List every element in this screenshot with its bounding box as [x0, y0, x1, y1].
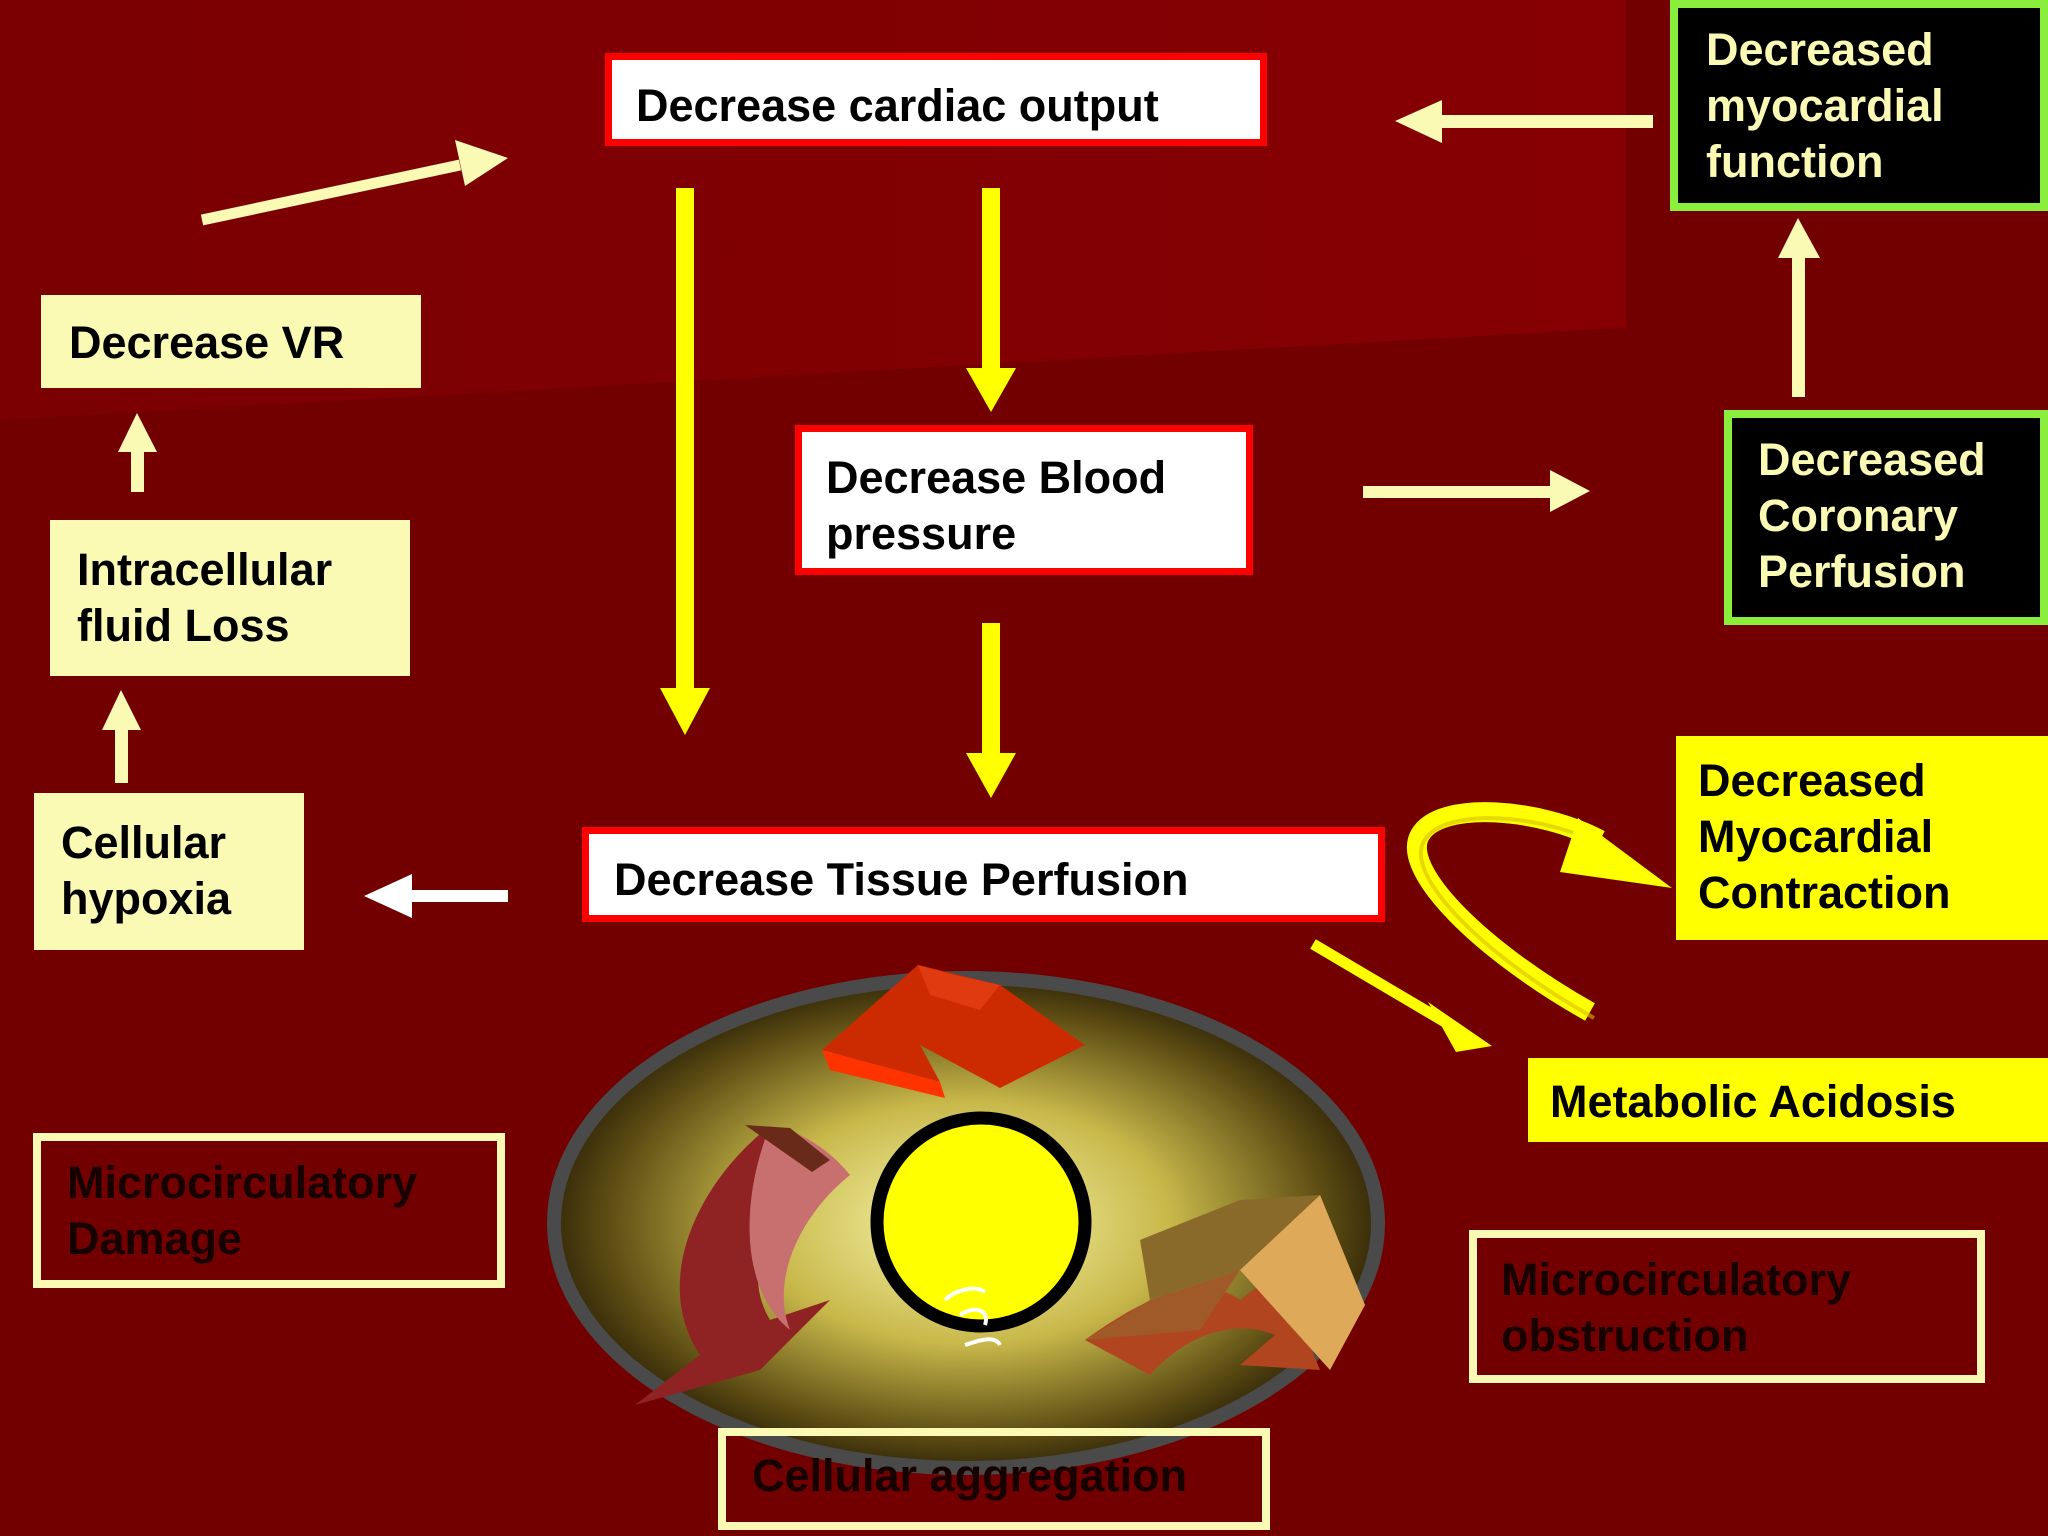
left-curved-arrow-icon: [635, 1125, 850, 1405]
arrow-coronary-to-myocardial: [1778, 218, 1820, 397]
red-top-arrow-icon: [822, 965, 1085, 1098]
metabolic-acidosis-box: Metabolic Acidosis: [1528, 1058, 2048, 1142]
decreased-coronary-perfusion-box: Decreased Coronary Perfusion: [1724, 410, 2048, 625]
micro-obstruction-line1: Microcirculatory: [1501, 1254, 1852, 1305]
intracellular-line2: fluid Loss: [77, 599, 290, 651]
arrow-myocardial-to-cardiac: [1395, 100, 1653, 143]
decrease-tissue-perfusion-label: Decrease Tissue Perfusion: [614, 854, 1189, 905]
decrease-blood-pressure-line1: Decrease Blood: [826, 452, 1167, 503]
arrow-intracellular-to-vr: [118, 413, 157, 492]
cellular-aggregation-label: Cellular aggregation: [752, 1450, 1188, 1501]
coronary-perfusion-line1: Decreased: [1758, 434, 1986, 485]
microcirculatory-obstruction-box: Microcirculatory obstruction: [1469, 1230, 1985, 1383]
nucleus-icon: [870, 1111, 1092, 1347]
coronary-perfusion-line2: Coronary: [1758, 489, 1959, 541]
micro-damage-line1: Microcirculatory: [67, 1157, 418, 1208]
cellular-hypoxia-line1: Cellular: [61, 817, 227, 868]
arrow-vr-to-cardiac: [200, 140, 508, 226]
decrease-vr-box: Decrease VR: [41, 295, 421, 388]
micro-damage-line2: Damage: [67, 1212, 243, 1264]
cellular-hypoxia-box: Cellular hypoxia: [34, 793, 304, 950]
arrow-bp-to-coronary: [1363, 470, 1590, 512]
arrow-down-center-yellow: [966, 188, 1016, 412]
myocardial-contraction-line2: Myocardial: [1698, 810, 1934, 862]
decrease-tissue-perfusion-box: Decrease Tissue Perfusion: [582, 827, 1385, 922]
cellular-hypoxia-line2: hypoxia: [61, 872, 232, 924]
cellular-aggregation-box: Cellular aggregation: [718, 1428, 1270, 1530]
myocardial-function-line1: Decreased: [1706, 24, 1934, 75]
myocardial-function-line2: myocardial: [1706, 79, 1944, 131]
decrease-blood-pressure-line2: pressure: [826, 507, 1017, 559]
decrease-cardiac-output-box: Decrease cardiac output: [605, 53, 1267, 146]
arrow-hypoxia-to-intracellular: [102, 690, 141, 783]
decrease-vr-label: Decrease VR: [69, 317, 345, 368]
metabolic-acidosis-label: Metabolic Acidosis: [1550, 1076, 1956, 1127]
decrease-blood-pressure-box: Decrease Blood pressure: [795, 425, 1253, 575]
curved-arrow-icon: [1407, 802, 1672, 1021]
right-curved-arrow-icon: [1085, 1195, 1365, 1375]
decrease-cardiac-output-label: Decrease cardiac output: [636, 80, 1159, 131]
microcirculatory-damage-box: Microcirculatory Damage: [33, 1133, 505, 1288]
decreased-myocardial-function-box: Decreased myocardial function: [1670, 0, 2048, 211]
decreased-myocardial-contraction-box: Decreased Myocardial Contraction: [1676, 736, 2048, 940]
myocardial-function-line3: function: [1706, 135, 1884, 187]
coronary-perfusion-line3: Perfusion: [1758, 545, 1966, 597]
arrow-down-center2-yellow: [966, 623, 1016, 798]
intracellular-fluid-loss-box: Intracellular fluid Loss: [50, 520, 410, 676]
micro-obstruction-line2: obstruction: [1501, 1309, 1749, 1361]
arrow-down-left-yellow: [660, 188, 710, 735]
arrow-tissue-to-hypoxia: [364, 874, 508, 918]
myocardial-contraction-line1: Decreased: [1698, 755, 1926, 806]
intracellular-line1: Intracellular: [77, 544, 333, 595]
arrow-tissue-to-acidosis: [1310, 939, 1492, 1052]
myocardial-contraction-line3: Contraction: [1698, 866, 1951, 918]
